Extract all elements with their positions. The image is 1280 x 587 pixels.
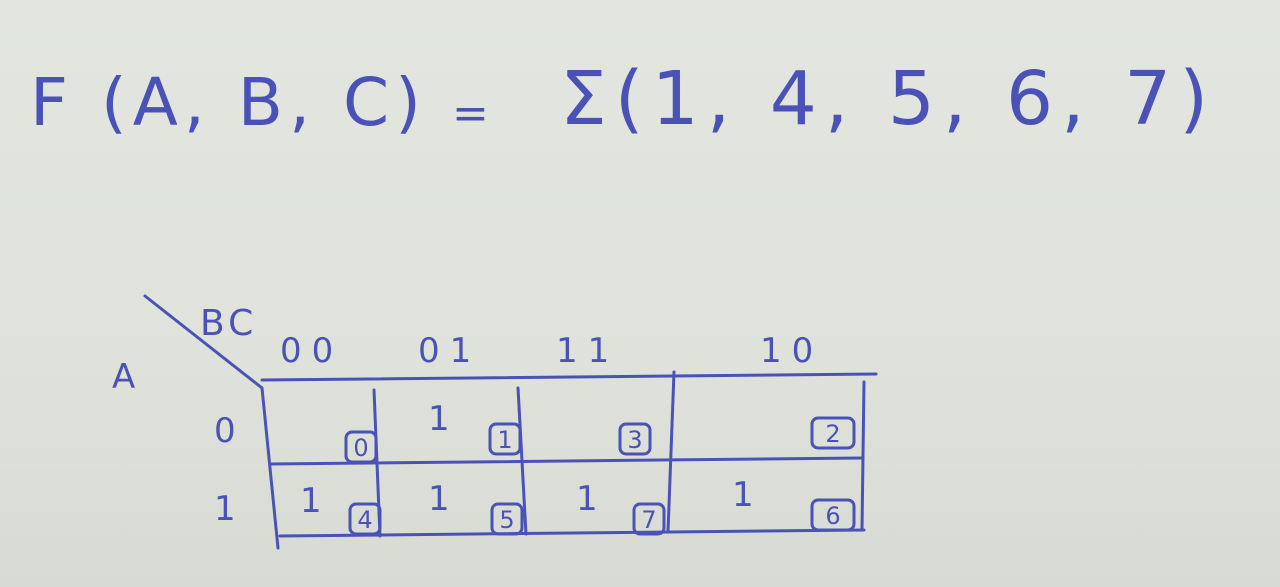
kmap-minterm-index-4: 4	[348, 502, 382, 536]
equation-lhs: F (A, B, C)	[30, 64, 427, 141]
kmap-divider-3	[666, 370, 676, 534]
svg-text:3: 3	[627, 426, 642, 454]
kmap-col-label-01: 01	[418, 331, 482, 371]
equation-rhs: Σ(1, 4, 5, 6, 7)	[560, 56, 1217, 142]
svg-text:6: 6	[825, 502, 840, 530]
kmap-minterm-index-7: 7	[632, 502, 666, 536]
kmap-top-border	[260, 372, 878, 382]
kmap-row-var: A	[112, 357, 136, 397]
kmap-col-vars: BC	[200, 303, 258, 344]
kmap-right-border	[860, 380, 866, 532]
kmap-cell-value-1-0: 1	[300, 481, 322, 521]
kmap-col-label-10: 10	[760, 331, 824, 371]
kmap-col-label-11: 11	[556, 331, 620, 371]
kmap-cell-value-0-1: 1	[428, 399, 450, 439]
svg-text:0: 0	[353, 434, 368, 462]
equation-equals: =	[452, 88, 489, 139]
kmap-cell-value-1-1: 1	[428, 479, 450, 519]
kmap-row-label-1: 1	[214, 489, 236, 529]
kmap-left-border	[260, 386, 280, 550]
kmap-cell-value-1-3: 1	[576, 479, 598, 519]
kmap-diagonal	[143, 294, 264, 390]
kmap-minterm-index-0: 0	[344, 430, 378, 464]
kmap-minterm-index-1: 1	[488, 422, 522, 456]
kmap-col-label-00: 00	[280, 331, 344, 371]
svg-text:4: 4	[357, 506, 372, 534]
kmap-bottom-border	[278, 528, 866, 538]
kmap-minterm-index-6: 6	[810, 498, 856, 532]
kmap-minterm-index-5: 5	[490, 502, 524, 536]
kmap-minterm-index-2: 2	[810, 416, 856, 450]
svg-text:5: 5	[499, 506, 514, 534]
kmap-row-label-0: 0	[214, 411, 236, 451]
kmap-divider-2	[516, 386, 528, 536]
kmap-minterm-index-3: 3	[618, 422, 652, 456]
svg-text:7: 7	[641, 506, 656, 534]
kmap-cell-value-1-2: 1	[732, 475, 754, 515]
svg-text:1: 1	[497, 426, 512, 454]
svg-text:2: 2	[825, 420, 840, 448]
